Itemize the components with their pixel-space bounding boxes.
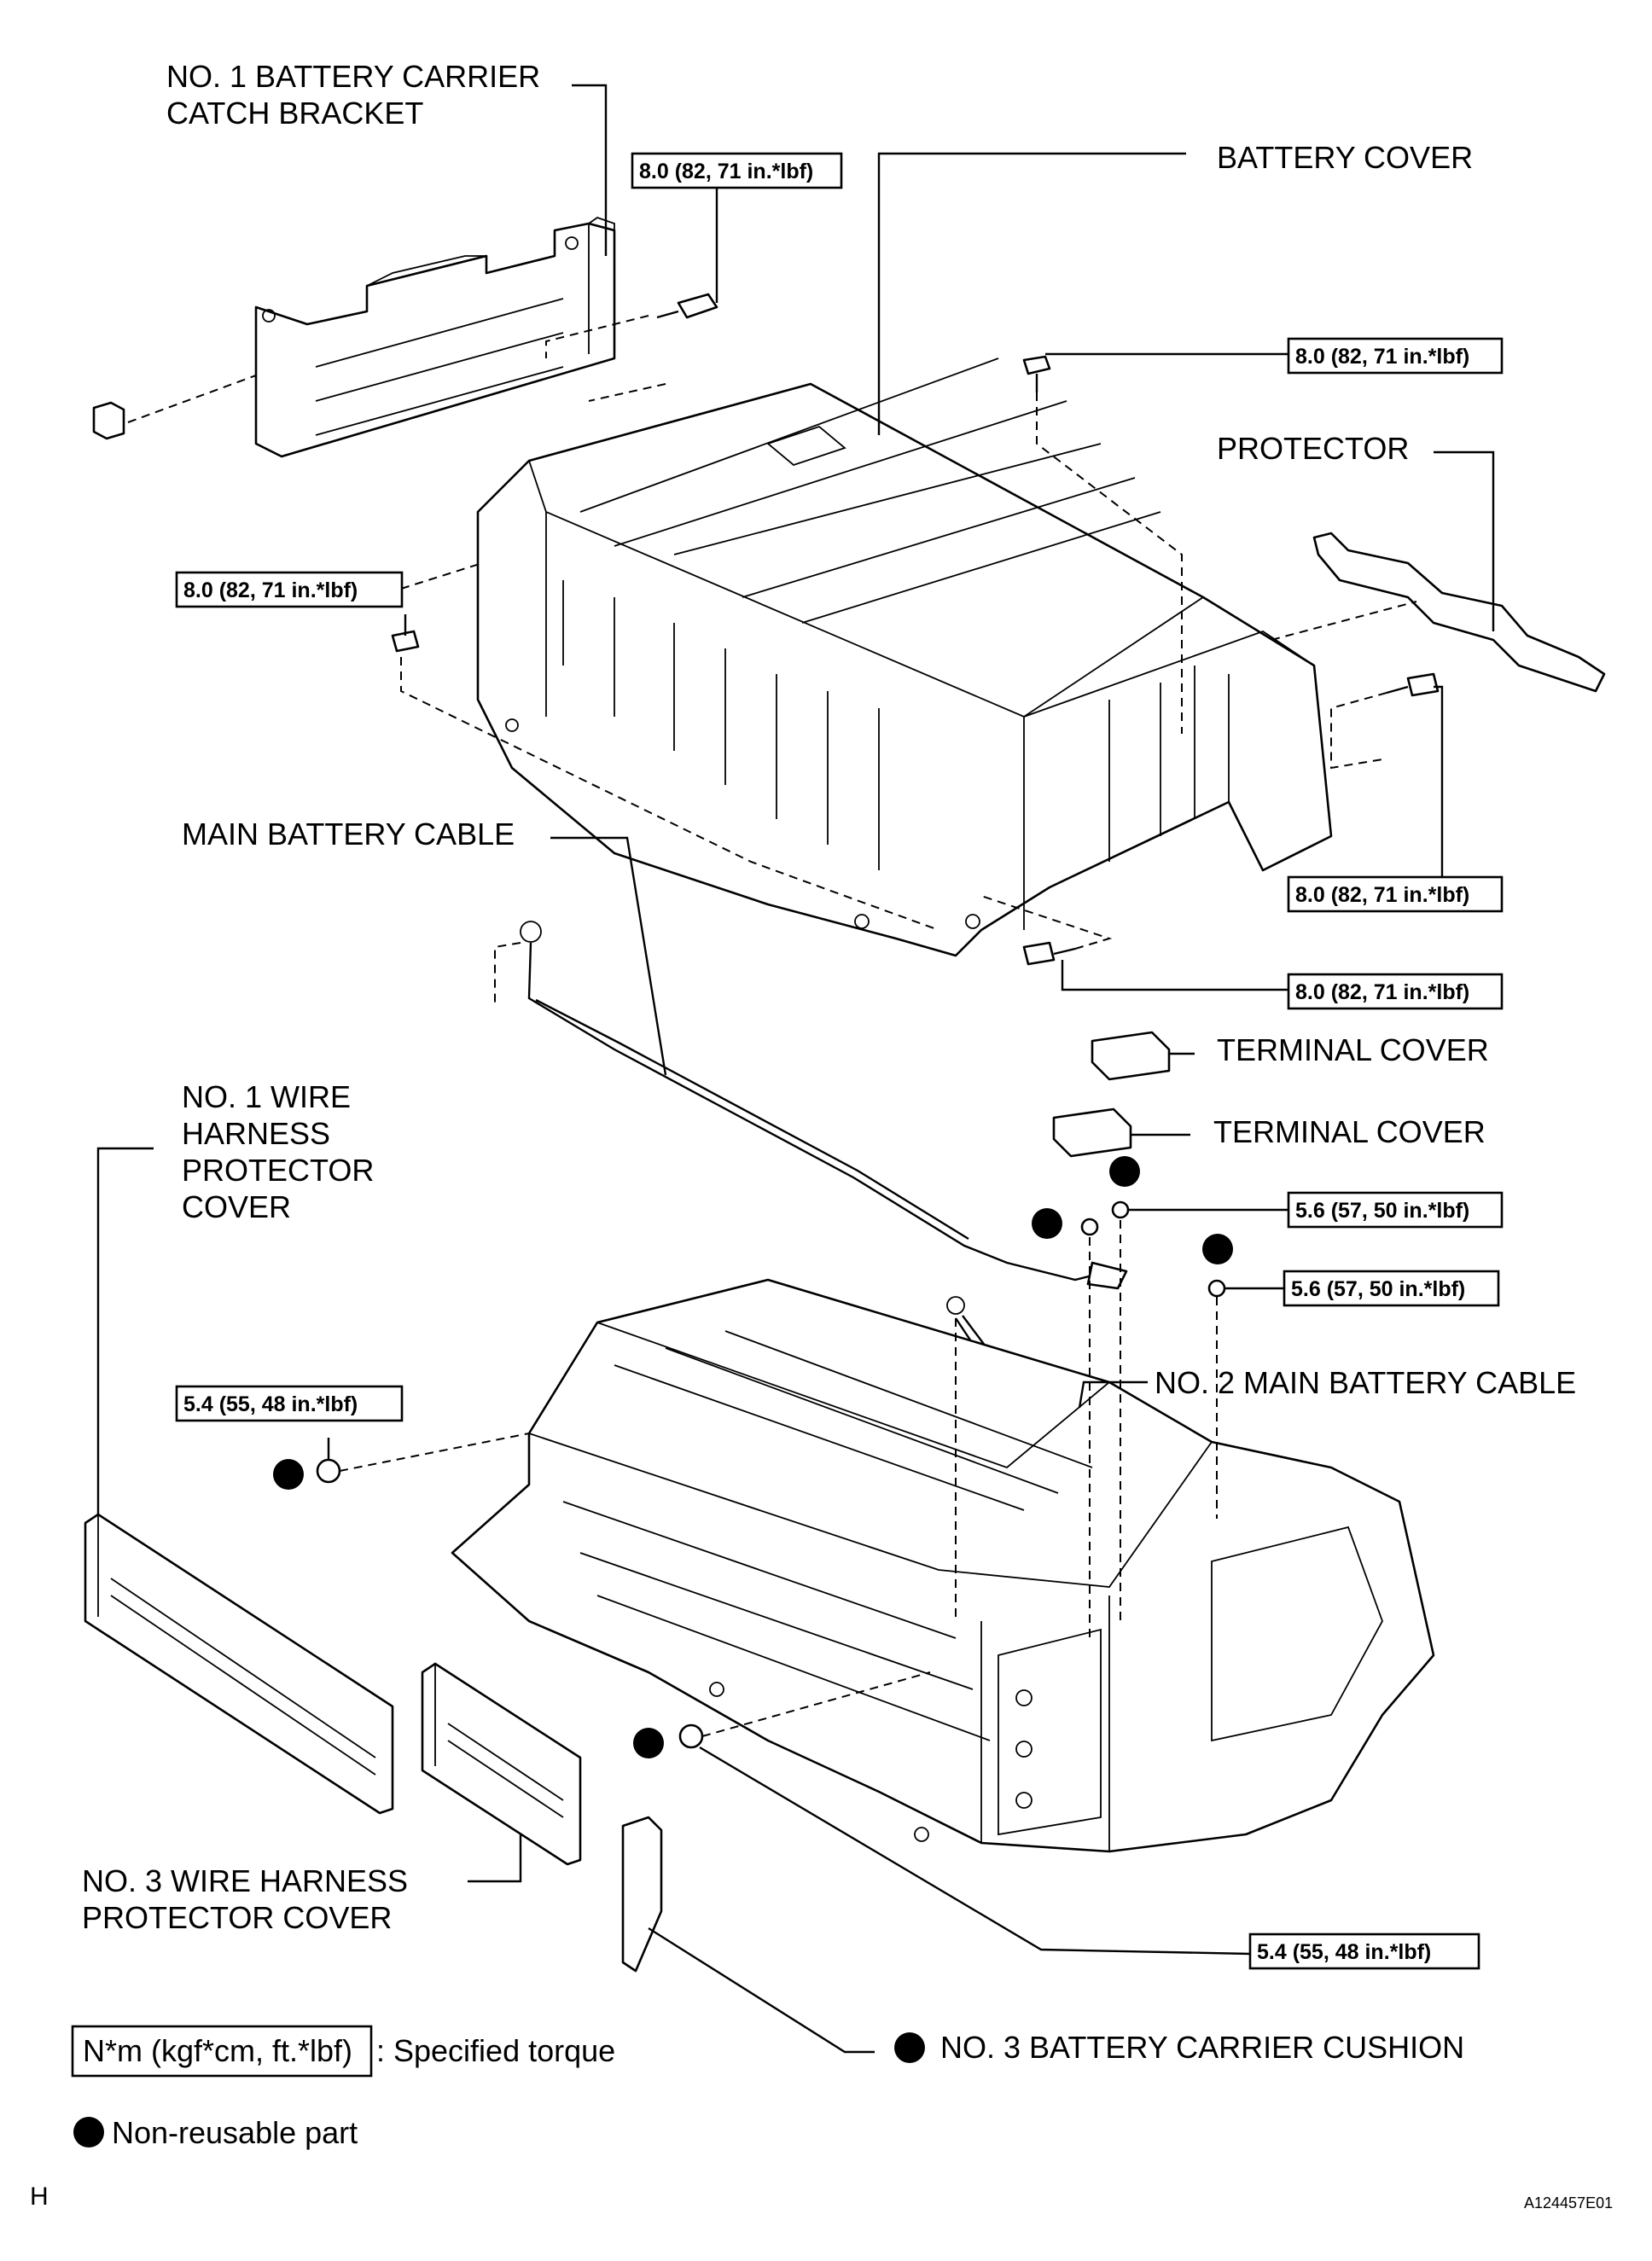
torque-value: 5.4 (55, 48 in.*lbf) [183, 1392, 358, 1416]
label-no3-wire-harness-line1: NO. 3 WIRE HARNESS [82, 1863, 408, 1898]
nonreusable-markers [273, 1156, 1233, 2063]
label-protector: PROTECTOR [1217, 431, 1409, 466]
battery-assembly [451, 1278, 1435, 1853]
terminal-covers [1052, 1031, 1171, 1158]
no3-battery-carrier-cushion [621, 1816, 663, 1973]
footer-code: A124457E01 [1524, 2194, 1613, 2212]
torque-callouts: 8.0 (82, 71 in.*lbf) 8.0 (82, 71 in.*lbf… [175, 152, 1504, 1970]
callout-labels: NO. 1 BATTERY CARRIER CATCH BRACKET BATT… [82, 59, 1576, 2065]
torque-value: 8.0 (82, 71 in.*lbf) [1295, 980, 1469, 1004]
legend: N*m (kgf*cm, ft.*lbf) : Specified torque… [71, 2025, 615, 2150]
footer: H A124457E01 [30, 2183, 1613, 2212]
nonreusable-dot [1032, 1208, 1062, 1239]
label-no2-main-battery-cable: NO. 2 MAIN BATTERY CABLE [1155, 1365, 1576, 1400]
label-carrier-bracket-line2: CATCH BRACKET [166, 96, 423, 131]
label-battery-cover: BATTERY COVER [1217, 140, 1473, 175]
label-carrier-bracket-line1: NO. 1 BATTERY CARRIER [166, 59, 540, 94]
assembly-lines [127, 315, 1417, 1737]
torque-value: 5.6 (57, 50 in.*lbf) [1291, 1277, 1465, 1301]
torque-value: 8.0 (82, 71 in.*lbf) [639, 160, 813, 183]
nonreusable-dot [1109, 1156, 1140, 1187]
label-no1-wire-harness-line3: PROTECTOR [182, 1153, 374, 1188]
label-terminal-cover-1: TERMINAL COVER [1217, 1032, 1489, 1067]
battery-cover [476, 357, 1333, 957]
legend-torque-text: : Specified torque [376, 2033, 615, 2068]
nonreusable-dot [1202, 1234, 1233, 1264]
nonreusable-dot [894, 2032, 925, 2063]
torque-value: 8.0 (82, 71 in.*lbf) [1295, 883, 1469, 907]
label-no3-battery-carrier-cushion: NO. 3 BATTERY CARRIER CUSHION [940, 2030, 1464, 2065]
torque-value: 8.0 (82, 71 in.*lbf) [183, 578, 358, 602]
footer-left: H [30, 2183, 49, 2211]
torque-value: 5.4 (55, 48 in.*lbf) [1257, 1940, 1431, 1964]
label-no1-wire-harness-line1: NO. 1 WIRE [182, 1079, 351, 1114]
no3-wire-harness-protector-cover [421, 1662, 582, 1866]
nonreusable-dot [633, 1728, 664, 1758]
fasteners [316, 293, 1440, 1749]
nonreusable-dot [273, 1459, 304, 1490]
label-no1-wire-harness-line2: HARNESS [182, 1116, 330, 1151]
leader-lines [96, 84, 1495, 2054]
carrier-catch-bracket [92, 216, 616, 458]
legend-torque-box-text: N*m (kgf*cm, ft.*lbf) [83, 2033, 352, 2068]
torque-value: 8.0 (82, 71 in.*lbf) [1295, 345, 1469, 369]
protector [1312, 532, 1606, 693]
legend-nonreusable-dot [73, 2117, 104, 2148]
label-main-battery-cable: MAIN BATTERY CABLE [182, 817, 515, 852]
no1-wire-harness-protector-cover [84, 1513, 394, 1815]
label-no3-wire-harness-line2: PROTECTOR COVER [82, 1900, 392, 1935]
torque-value: 5.6 (57, 50 in.*lbf) [1295, 1199, 1469, 1223]
label-terminal-cover-2: TERMINAL COVER [1213, 1114, 1486, 1149]
label-no1-wire-harness-line4: COVER [182, 1189, 291, 1224]
main-battery-cable [520, 921, 1128, 1290]
legend-nonreusable-text: Non-reusable part [112, 2115, 358, 2150]
